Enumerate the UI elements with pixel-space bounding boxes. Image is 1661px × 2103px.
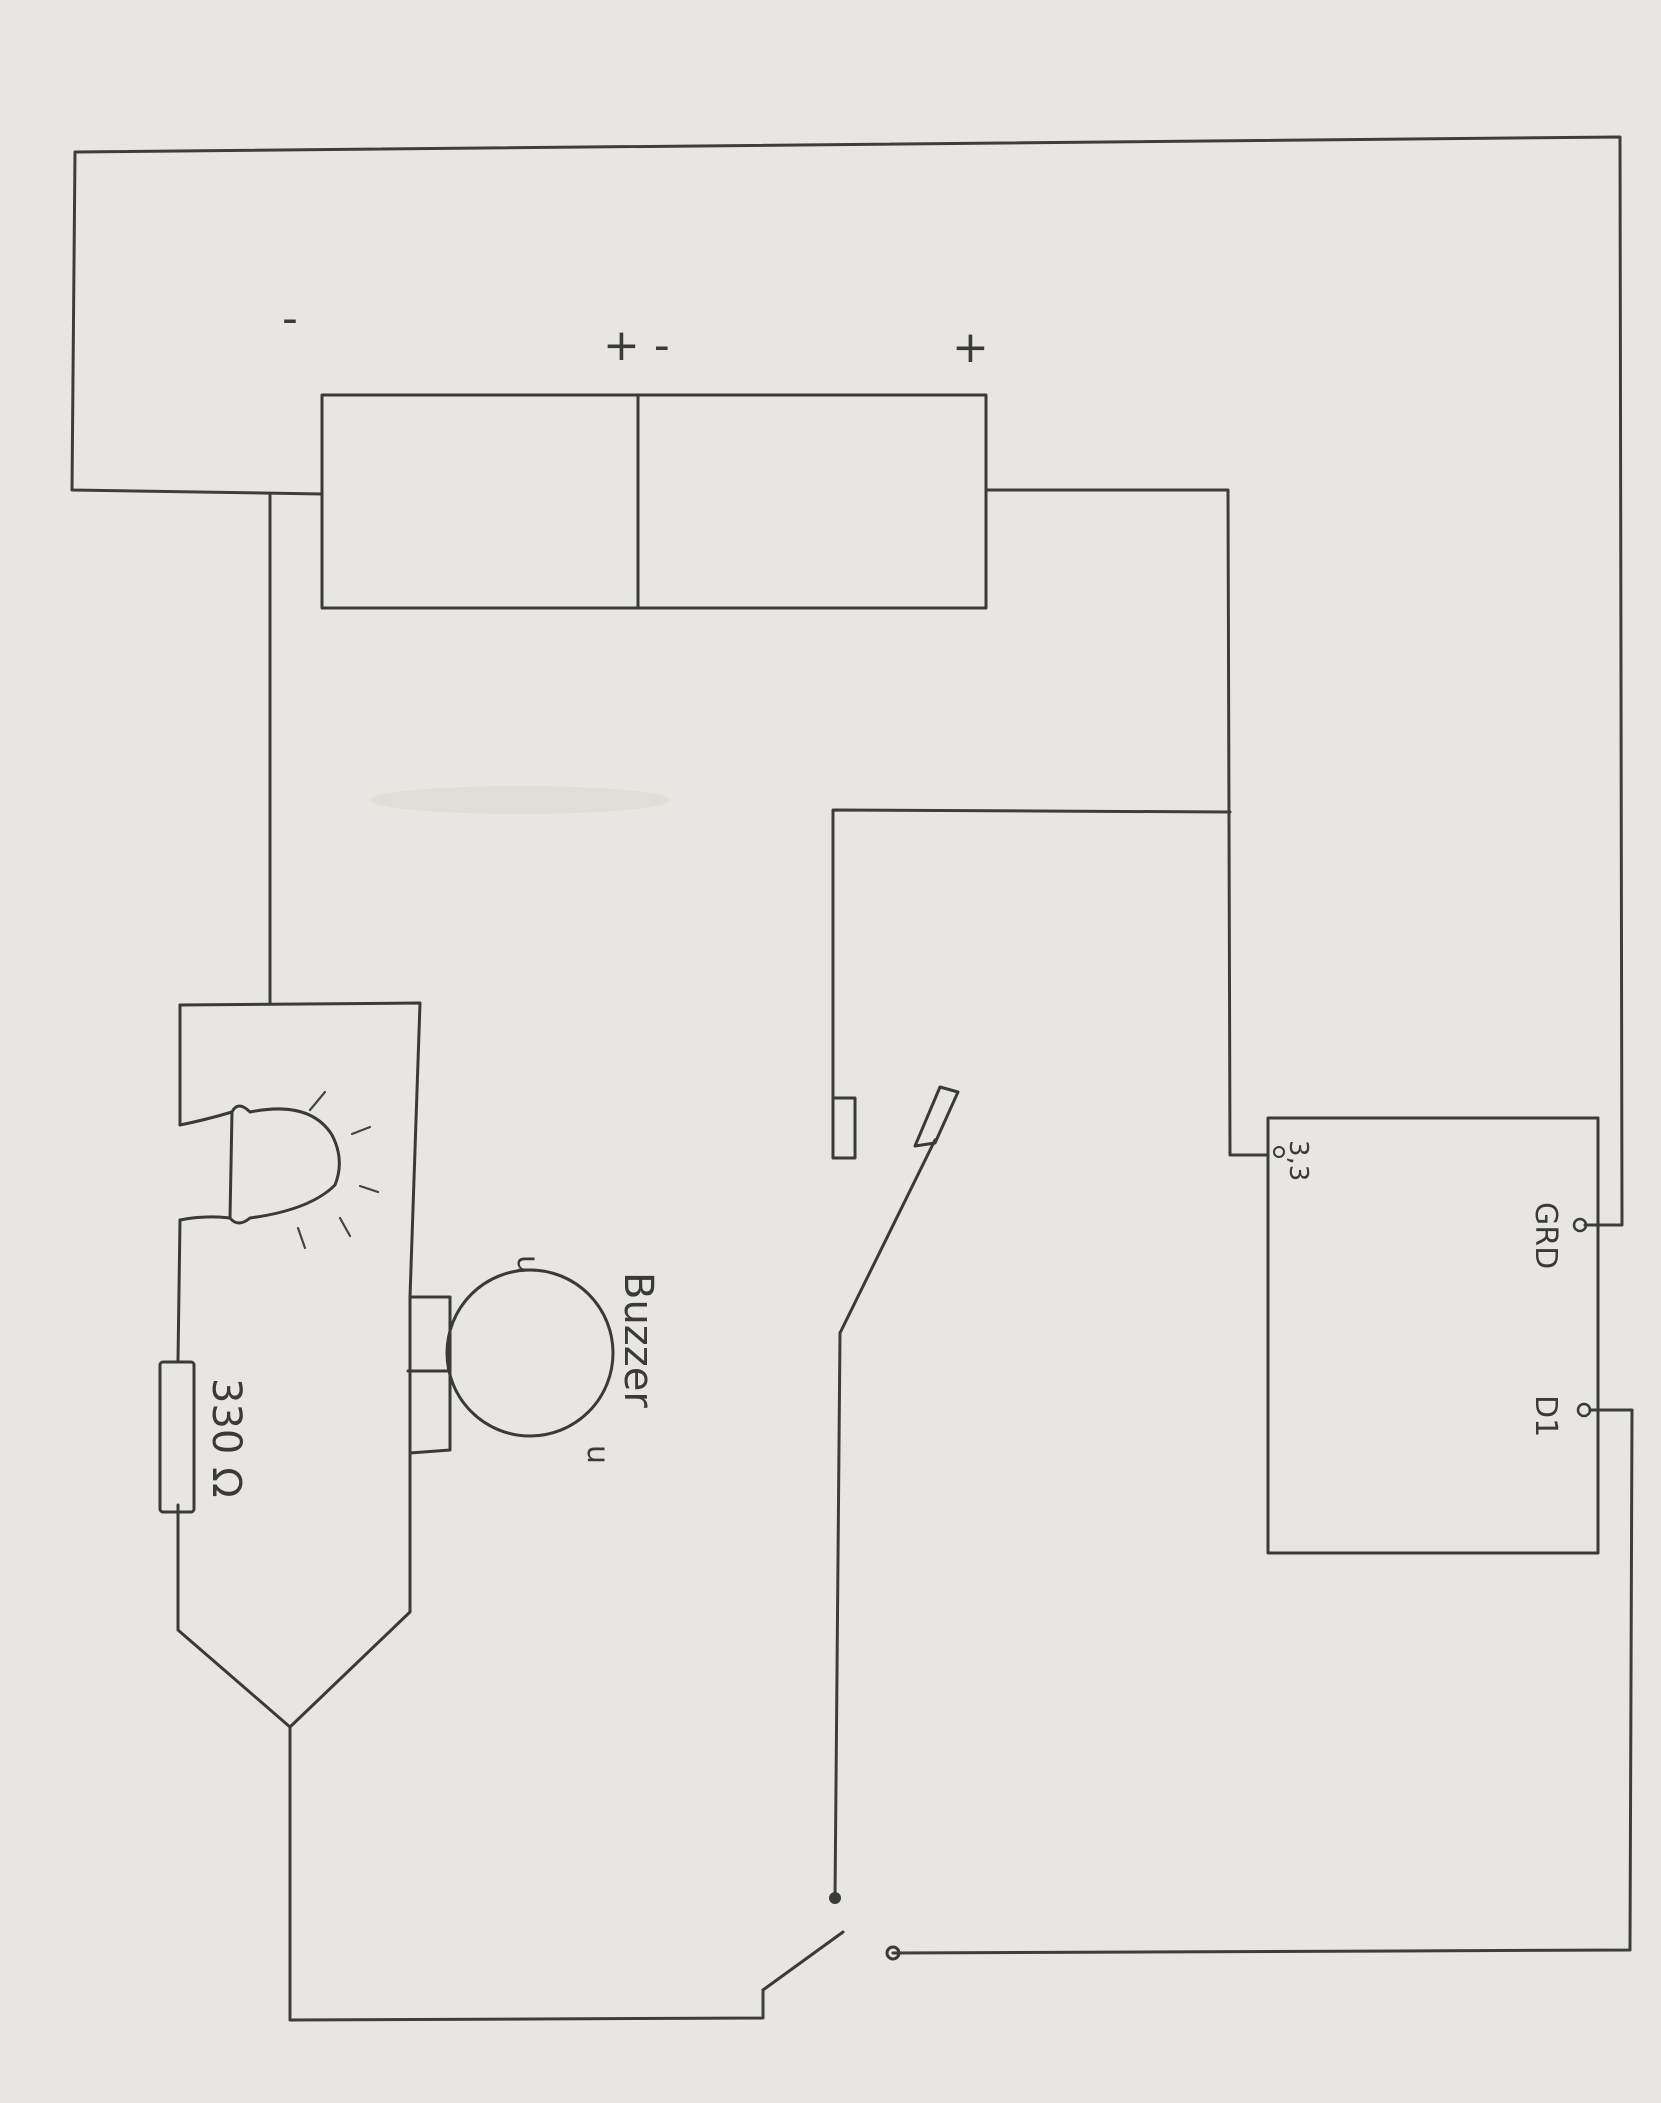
controller-board: 3,3 GRD D1 — [1253, 1116, 1600, 1555]
board-pin-label-d1: D1 — [1528, 1395, 1563, 1437]
wire-upper-switch-to-lower-switch — [833, 1331, 842, 1900]
wire-to-upper-switch — [831, 808, 1232, 1119]
buzzer-pin-mark-bottom: u — [580, 1445, 615, 1464]
wires — [70, 135, 1634, 2022]
battery-pack: - + - + — [282, 293, 989, 610]
resistor-value: 330 Ω — [203, 1378, 249, 1498]
board-outline — [1266, 1116, 1600, 1555]
lower-switch-lever — [761, 1930, 845, 1992]
led-base-line — [228, 1110, 234, 1220]
paper-smudge — [370, 786, 670, 814]
battery-terminal-label-middle: + - — [603, 320, 670, 371]
led-buzzer-block: 330 Ω u u Buzzer — [158, 1001, 661, 1729]
board-pin-label-3v3: 3,3 — [1283, 1140, 1313, 1181]
led-ray-3 — [358, 1184, 380, 1194]
led-ray-5 — [296, 1226, 307, 1250]
board-pin-3v3-dot — [1273, 1146, 1285, 1158]
led-ray-2 — [350, 1125, 372, 1136]
battery-terminal-label-left: - — [282, 293, 298, 344]
buzzer-pin-top — [408, 1295, 452, 1327]
battery-box — [320, 393, 988, 610]
led-icon — [178, 1104, 341, 1225]
block-frame-left-mid — [176, 1218, 182, 1362]
lower-switch-terminal-left — [829, 1892, 841, 1904]
block-frame — [176, 1001, 422, 1729]
upper-switch-contact — [831, 1096, 857, 1160]
wire-battery-negative-to-grd — [70, 135, 1624, 1227]
board-pin-label-grd: GRD — [1528, 1202, 1563, 1269]
led-ray-4 — [338, 1216, 352, 1238]
buzzer-pin-bottom — [408, 1393, 452, 1455]
buzzer-label: Buzzer — [615, 1272, 661, 1408]
battery-terminal-label-right: + — [952, 322, 989, 373]
upper-switch-lever — [838, 1138, 937, 1335]
upper-switch-lever-tip — [913, 1085, 960, 1148]
board-pin-d1-dot — [1576, 1402, 1592, 1418]
wire-switch-to-d1 — [891, 1408, 1634, 1955]
wire-battery-positive-to-3v3 — [984, 488, 1257, 1157]
resistor-icon — [158, 1360, 196, 1514]
buzzer-pin-mark-top: u — [510, 1255, 545, 1274]
led-ray-1 — [308, 1090, 327, 1112]
buzzer-icon — [445, 1268, 615, 1438]
board-pin-grd-dot — [1572, 1217, 1588, 1233]
wire-led-block-to-lower-switch — [288, 1725, 765, 2022]
